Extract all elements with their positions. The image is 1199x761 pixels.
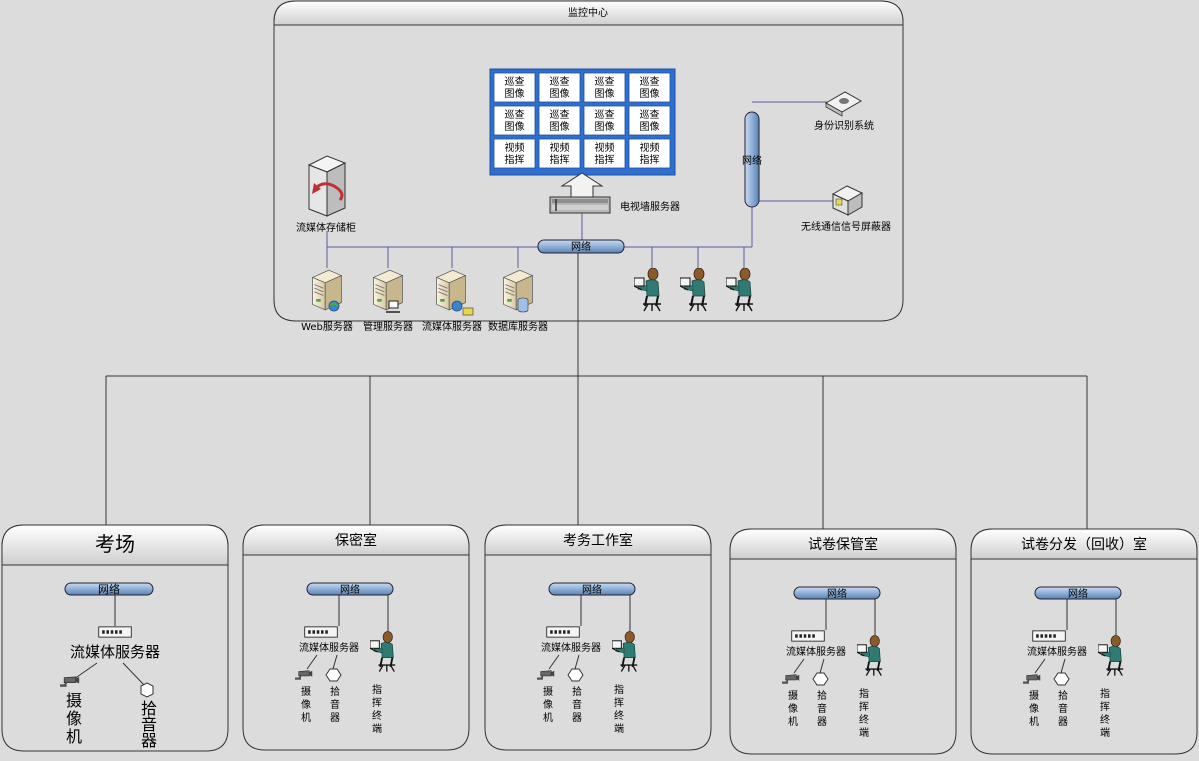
- camera-label: 摄像机: [1029, 689, 1039, 728]
- management-server-icon: [373, 269, 403, 313]
- video-wall-cell: [538, 138, 581, 169]
- video-wall-cell-label: 巡查图像: [640, 108, 660, 133]
- id-system-label: 身份识别系统: [814, 119, 874, 132]
- video-wall-cell-label: 巡查图像: [550, 75, 570, 100]
- microphone-label: 拾音器: [817, 689, 827, 728]
- video-wall-cell-label: 视频指挥: [640, 141, 660, 166]
- video-wall-cell-label: 巡查图像: [505, 108, 525, 133]
- id-reader-icon: [824, 91, 863, 117]
- video-wall-cell: [493, 72, 536, 103]
- tree-connections: [105, 253, 1088, 532]
- video-wall-cell: [628, 105, 671, 136]
- signal-jammer-icon: [831, 185, 864, 216]
- microphone-icon: [1053, 672, 1070, 686]
- server-label: 流媒体服务器: [422, 320, 482, 333]
- side-network-label: 网络: [742, 154, 762, 167]
- video-wall-cell: [493, 105, 536, 136]
- site-network-bar: 网络: [1034, 586, 1122, 600]
- terminal-label: 指挥终端: [1100, 687, 1110, 739]
- microphone-label: 拾音器: [572, 685, 582, 724]
- center-title: 监控中心: [568, 6, 608, 19]
- switch-icon: [98, 626, 132, 638]
- video-wall: 巡查图像巡查图像巡查图像巡查图像巡查图像巡查图像巡查图像巡查图像视频指挥视频指挥…: [489, 68, 676, 176]
- microphone-label: 拾音器: [1058, 689, 1068, 728]
- video-wall-cell-label: 巡查图像: [550, 108, 570, 133]
- microphone-icon: [325, 668, 342, 682]
- switch-icon: [1032, 630, 1066, 642]
- site-panels: 考场网络流媒体服务器摄像机拾音器保密室网络流媒体服务器摄像机拾音器指挥终端考务工…: [1, 524, 1198, 755]
- server-label: 管理服务器: [363, 320, 413, 333]
- storage-label: 流媒体存储柜: [296, 221, 356, 234]
- site-network-bar: 网络: [306, 582, 394, 596]
- terminal-label: 指挥终端: [859, 687, 869, 739]
- server-label: 流媒体服务器: [1027, 645, 1087, 658]
- tv-wall-server: [549, 196, 611, 214]
- camera-label: 摄像机: [788, 689, 798, 728]
- site-network-label: 网络: [827, 587, 847, 600]
- microphone-label: 拾音器: [330, 685, 340, 724]
- web-server-icon: [312, 269, 342, 312]
- microphone-icon: [567, 668, 584, 682]
- camera-label: 摄像机: [543, 685, 553, 724]
- jammer-label: 无线通信信号屏蔽器: [801, 220, 891, 233]
- video-wall-cell: [493, 138, 536, 169]
- terminal-label: 指挥终端: [614, 683, 624, 735]
- main-network-label: 网络: [571, 240, 591, 253]
- switch-icon: [791, 630, 825, 642]
- camera-label: 摄像机: [301, 685, 311, 724]
- site-title: 试卷分发（回收）室: [1021, 536, 1147, 553]
- video-wall-cell: [538, 72, 581, 103]
- site-title: 考场: [95, 532, 135, 556]
- video-wall-cell: [583, 105, 626, 136]
- main-network-bar: 网络: [537, 239, 625, 254]
- monitoring-center: 监控中心 巡查图像巡查图像巡查图像巡查图像巡查图像巡查图像巡查图像巡查图像视频指…: [273, 0, 904, 333]
- switch-icon: [546, 626, 580, 638]
- terminal-label: 指挥终端: [372, 683, 382, 735]
- video-wall-cell: [583, 138, 626, 169]
- server-label: 流媒体服务器: [70, 643, 160, 661]
- video-wall-cell-label: 视频指挥: [505, 141, 525, 166]
- site-network-label: 网络: [98, 582, 120, 596]
- camera-label: 摄像机: [66, 691, 82, 746]
- site-network-label: 网络: [340, 583, 360, 596]
- tv-wall-server-label: 电视墙服务器: [620, 200, 680, 213]
- site-title: 试卷保管室: [808, 536, 878, 553]
- storage-cabinet-icon: [307, 155, 347, 217]
- site-network-bar: 网络: [793, 586, 881, 600]
- video-wall-cell: [538, 105, 581, 136]
- database-server-icon: [503, 269, 533, 313]
- site-network-bar: 网络: [548, 582, 636, 596]
- microphone-icon: [140, 682, 154, 698]
- server-label: 数据库服务器: [488, 320, 548, 333]
- site-title: 考务工作室: [563, 532, 633, 549]
- server-label: 流媒体服务器: [786, 645, 846, 658]
- server-label: 流媒体服务器: [541, 641, 601, 654]
- video-wall-cell-label: 巡查图像: [640, 75, 660, 100]
- video-wall-cell: [628, 138, 671, 169]
- video-wall-cell-label: 视频指挥: [550, 141, 570, 166]
- video-wall-cell-label: 巡查图像: [505, 75, 525, 100]
- microphone-icon: [812, 672, 829, 686]
- video-wall-cell-label: 视频指挥: [595, 141, 615, 166]
- server-label: Web服务器: [301, 320, 353, 333]
- site-network-bar: 网络: [64, 582, 154, 596]
- side-network-bar: 网络: [742, 111, 762, 208]
- video-wall-cell: [628, 72, 671, 103]
- streaming-server-icon: [436, 269, 474, 316]
- video-wall-cell-label: 巡查图像: [595, 75, 615, 100]
- site-network-label: 网络: [1068, 587, 1088, 600]
- site-title: 保密室: [335, 532, 377, 549]
- video-wall-cell: [583, 72, 626, 103]
- site-network-label: 网络: [582, 583, 602, 596]
- server-label: 流媒体服务器: [299, 641, 359, 654]
- microphone-label: 拾音器: [141, 699, 157, 750]
- video-wall-cell-label: 巡查图像: [595, 108, 615, 133]
- switch-icon: [304, 626, 338, 638]
